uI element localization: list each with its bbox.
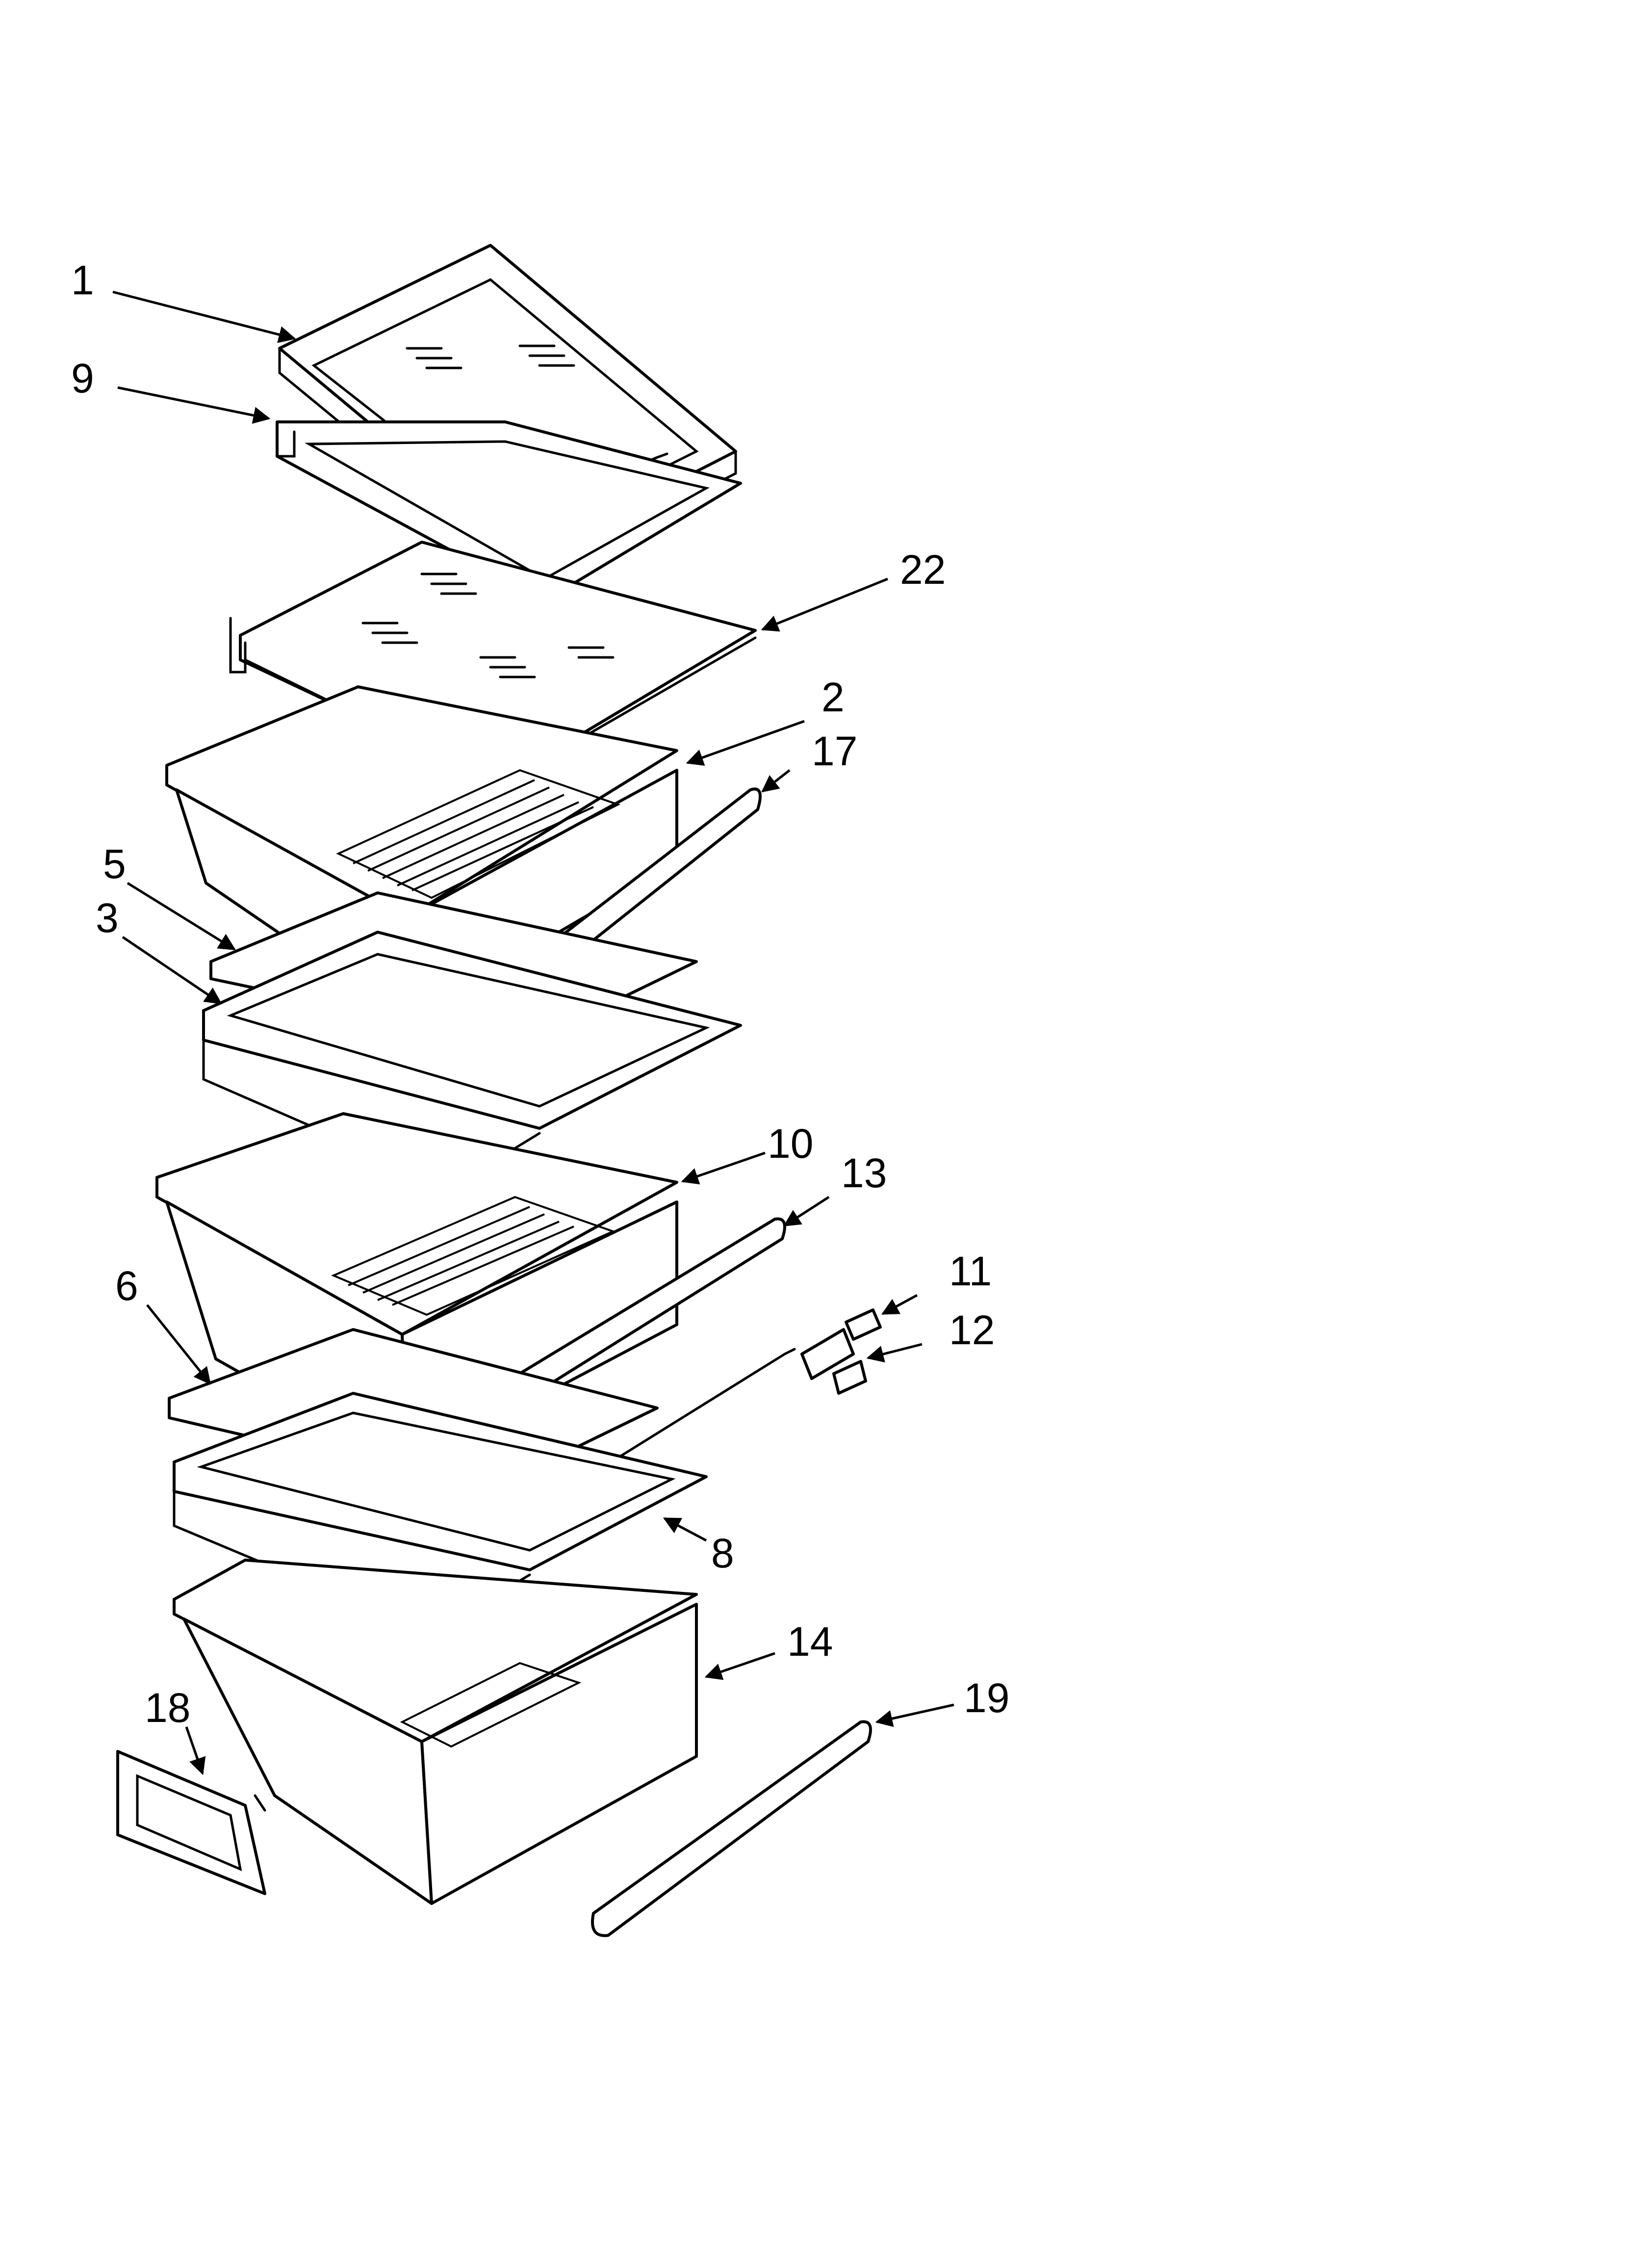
callout-3: 3	[96, 895, 119, 941]
callout-10: 10	[768, 1121, 813, 1167]
callout-11: 11	[949, 1248, 992, 1294]
callout-12: 12	[949, 1307, 995, 1353]
callout-19: 19	[964, 1675, 1009, 1721]
callout-1: 1	[71, 257, 94, 303]
callout-14: 14	[787, 1618, 833, 1665]
part-3-cover-frame	[202, 931, 742, 1189]
callout-8: 8	[711, 1530, 734, 1576]
part-12-humidity-slide	[832, 1360, 867, 1395]
callout-5: 5	[103, 841, 126, 887]
part-14-meat-pan	[173, 1559, 698, 1905]
callout-13: 13	[841, 1150, 887, 1196]
callout-17: 17	[812, 728, 857, 774]
part-9-shelf-frame	[276, 420, 742, 602]
control-link-line	[602, 1348, 796, 1468]
leader-lines	[112, 290, 954, 1775]
part-11-humidity-control	[800, 1308, 882, 1380]
callout-2: 2	[821, 674, 845, 720]
callout-9: 9	[71, 355, 94, 401]
callout-22: 22	[900, 547, 946, 593]
callout-6: 6	[115, 1263, 138, 1309]
part-19-trim	[591, 1720, 872, 1937]
part-18-label-holder	[116, 1750, 266, 1895]
part-8-cover-frame	[173, 1392, 708, 1635]
callout-18: 18	[145, 1685, 190, 1731]
